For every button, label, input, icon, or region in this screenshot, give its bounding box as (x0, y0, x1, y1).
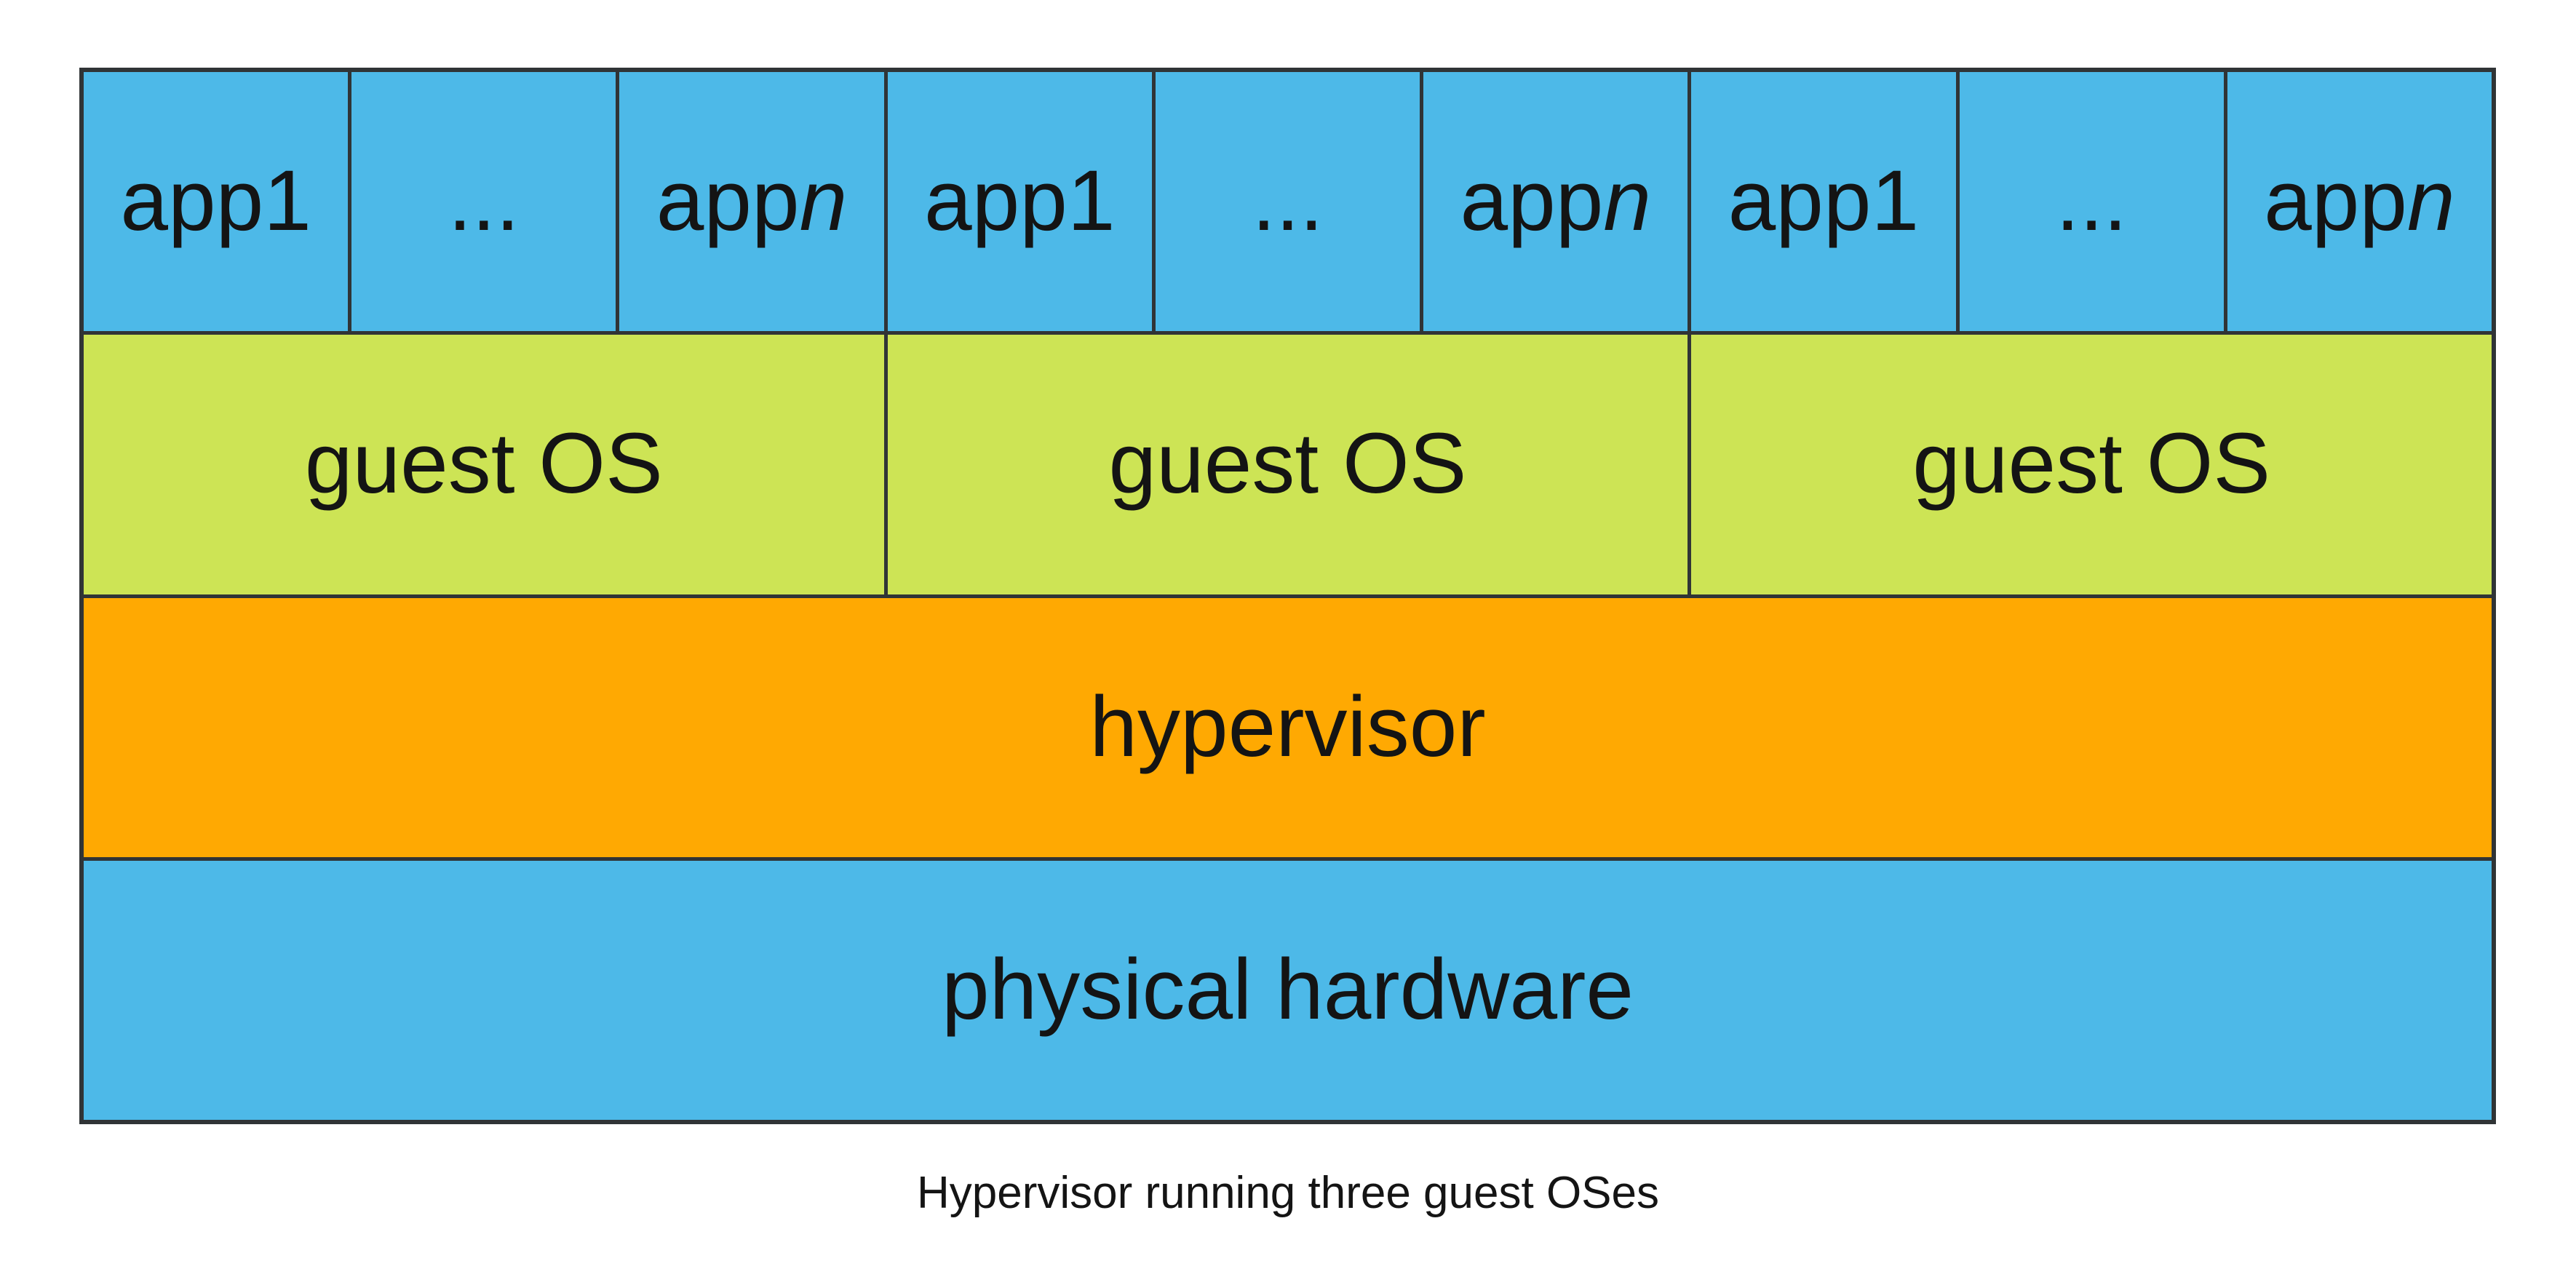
app-cell-8: ... (1959, 72, 2224, 332)
hypervisor-cell: hypervisor (84, 597, 2492, 857)
app-cell-label: app1 (1728, 153, 1920, 250)
app-cell-label: app1 (120, 153, 311, 250)
guest-os-label: guest OS (304, 415, 663, 512)
app-cell-7: app1 (1691, 72, 1956, 332)
guest-os-cell-1: guest OS (84, 335, 884, 594)
app-cell-1: app1 (84, 72, 349, 332)
app-cell-2: ... (351, 72, 616, 332)
app-cell-label: app (2264, 153, 2407, 250)
app-cell-label: app (1460, 153, 1604, 250)
app-cell-label: app1 (924, 153, 1116, 250)
physical-hardware-label: physical hardware (941, 941, 1634, 1038)
hypervisor-label: hypervisor (1089, 678, 1486, 775)
app-cell-label: app (656, 153, 800, 250)
guest-os-cell-2: guest OS (887, 335, 1688, 594)
guest-os-label: guest OS (1912, 415, 2271, 512)
physical-hardware-cell: physical hardware (84, 860, 2492, 1120)
app-cell-label-italic: n (799, 153, 848, 250)
app-cell-label: ... (2055, 153, 2128, 250)
guest-os-row: guest OS guest OS guest OS (84, 335, 2492, 594)
figure-caption: Hypervisor running three guest OSes (916, 1168, 1660, 1218)
guest-os-cell-3: guest OS (1691, 335, 2492, 594)
physical-hardware-row: physical hardware (84, 860, 2492, 1120)
app-cell-label: ... (448, 153, 520, 250)
app-cell-label-italic: n (2407, 153, 2455, 250)
guest-os-label: guest OS (1108, 415, 1467, 512)
hypervisor-row: hypervisor (84, 597, 2492, 857)
app-cell-label-italic: n (1603, 153, 1651, 250)
app-cell-5: ... (1155, 72, 1420, 332)
app-cell-4: app1 (887, 72, 1152, 332)
app-cell-label: ... (1252, 153, 1324, 250)
